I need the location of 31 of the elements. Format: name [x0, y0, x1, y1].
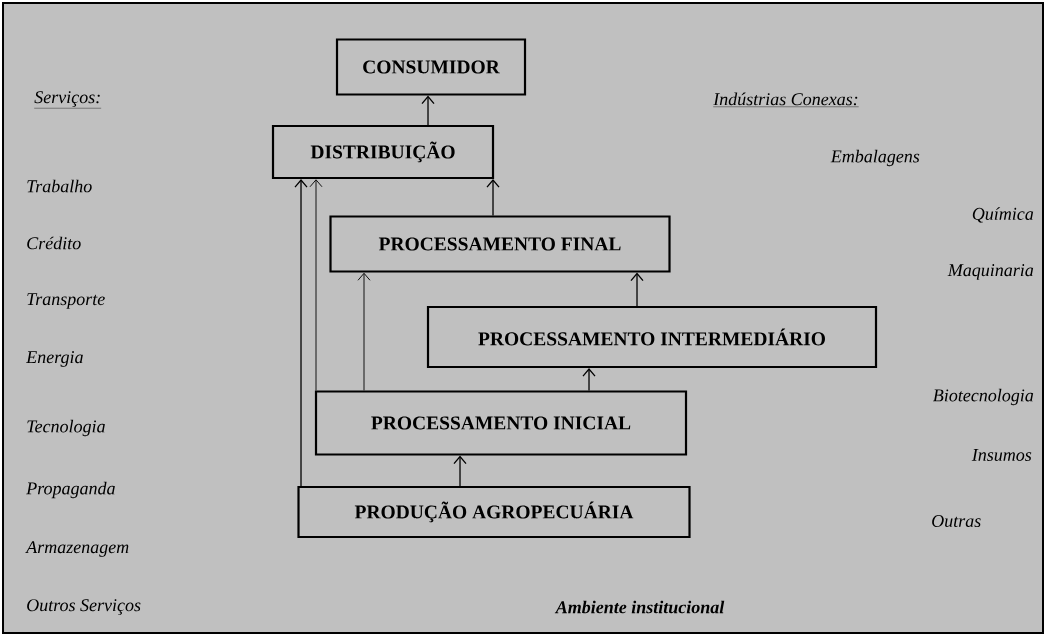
item-label: Embalagens	[830, 149, 920, 167]
item-label: Transporte	[27, 293, 105, 309]
item-label: Outras	[932, 514, 981, 528]
arrow	[294, 179, 308, 487]
item-label: Biotecnologia	[933, 388, 1034, 406]
item-label: Outros Serviços	[27, 599, 141, 615]
arrow	[357, 272, 371, 391]
item-label: Trabalho	[27, 179, 92, 193]
arrow	[630, 272, 644, 307]
arrow	[582, 368, 596, 392]
heading-label: Indústrias Conexas:	[713, 92, 859, 107]
item-label: Tecnologia	[27, 419, 105, 437]
item-label: Maquinaria	[947, 264, 1034, 280]
arrow	[486, 179, 500, 217]
arrow	[453, 455, 467, 487]
item-label: Armazenagem	[25, 541, 129, 557]
item-label: Propaganda	[26, 481, 115, 499]
item-label: Crédito	[27, 236, 81, 250]
item-label: Química	[972, 207, 1034, 223]
stage-box: DISTRIBUIÇÃO	[271, 124, 495, 180]
stage-box: PROCESSAMENTO INTERMEDIÁRIO	[426, 305, 878, 369]
arrow	[421, 95, 435, 126]
stage-box: PRODUÇÃO AGROPECUÁRIA	[297, 485, 691, 539]
arrow	[309, 179, 323, 391]
footer-label: Ambiente institucional	[554, 600, 725, 614]
stage-box: PROCESSAMENTO INICIAL	[314, 390, 688, 456]
stage-box: CONSUMIDOR	[335, 38, 527, 96]
heading-label: Serviços:	[34, 91, 102, 109]
stage-box: PROCESSAMENTO FINAL	[329, 215, 671, 273]
item-label: Insumos	[971, 449, 1032, 461]
item-label: Energia	[26, 351, 83, 367]
